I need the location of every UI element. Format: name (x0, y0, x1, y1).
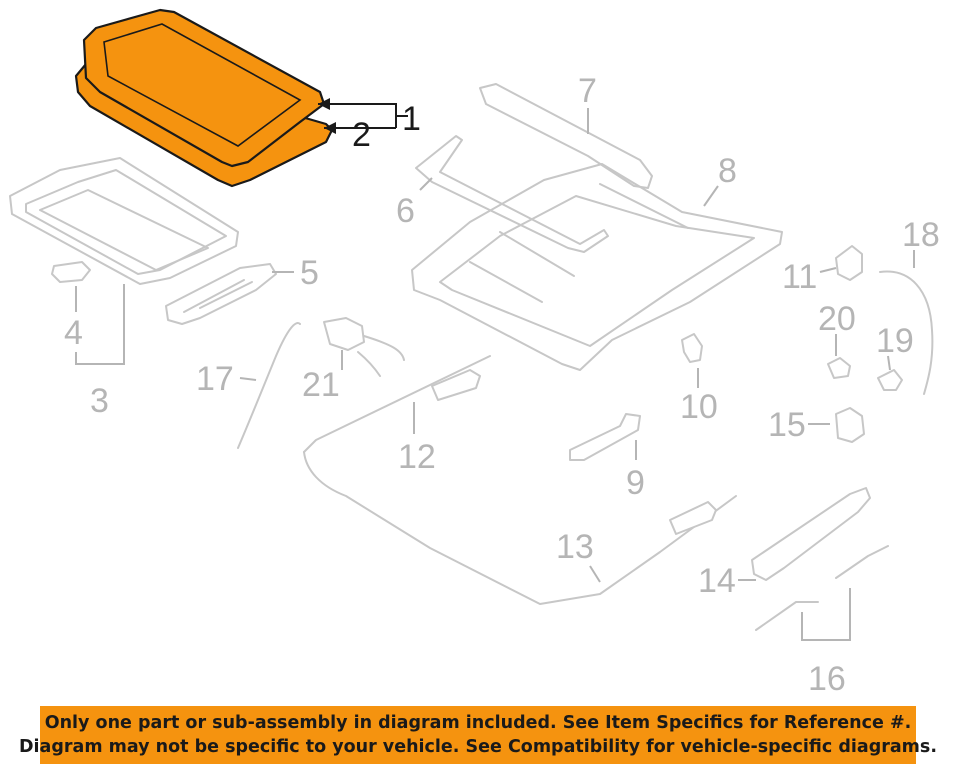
callout-12: 12 (398, 438, 436, 476)
grommet-part-20[interactable] (827, 357, 851, 379)
guide-rail-part-14[interactable] (751, 487, 871, 581)
callout-11: 11 (782, 258, 817, 296)
callout-1: 1 (402, 100, 421, 138)
drain-hose-part-18[interactable] (879, 270, 934, 395)
callout-2: 2 (352, 116, 371, 154)
leader-19 (887, 355, 891, 371)
bracket-part-5[interactable] (165, 263, 277, 325)
clip-part-10[interactable] (681, 333, 703, 363)
callout-18: 18 (902, 216, 940, 254)
visor-part-13[interactable] (669, 501, 717, 535)
harness-part-16[interactable] (755, 545, 889, 631)
roof-panel-part-13[interactable] (303, 451, 737, 605)
callout-4: 4 (64, 314, 83, 352)
switch-part-21[interactable] (323, 317, 365, 351)
callout-6: 6 (396, 192, 415, 230)
callout-3: 3 (90, 382, 109, 420)
motor-mount-part-15[interactable] (835, 407, 865, 443)
callout-9: 9 (626, 464, 645, 502)
leader-11 (819, 267, 837, 273)
sunshade-handle-part-12[interactable] (431, 369, 481, 401)
callout-2-leader (324, 122, 396, 134)
leader-17 (239, 377, 257, 381)
clip-part-19[interactable] (877, 369, 903, 391)
leader-8 (703, 185, 719, 207)
callout-20: 20 (818, 300, 856, 338)
leader-6 (419, 177, 433, 191)
leader-16 (801, 588, 851, 641)
notice-line-1: Only one part or sub-assembly in diagram… (44, 713, 912, 733)
deflector-part-6[interactable] (415, 135, 609, 253)
leader-13 (589, 565, 601, 583)
callout-16: 16 (808, 660, 846, 698)
arm-part-9[interactable] (569, 413, 641, 461)
callout-10: 10 (680, 388, 718, 426)
sunroof-frame-part-8[interactable] (411, 163, 783, 371)
callout-8: 8 (718, 152, 737, 190)
glass-panel-assembly[interactable] (74, 8, 334, 188)
headliner-part-12[interactable] (303, 355, 491, 453)
shade-frame-part-3[interactable] (9, 157, 239, 285)
callout-13: 13 (556, 528, 594, 566)
bracket-part-11[interactable] (835, 245, 863, 281)
callout-5: 5 (300, 254, 319, 292)
notice-line-2: Diagram may not be specific to your vehi… (19, 737, 937, 757)
notice-banner: Only one part or sub-assembly in diagram… (19, 706, 937, 764)
callout-19: 19 (876, 322, 914, 360)
rail-part-7[interactable] (479, 83, 653, 189)
pad-part-4[interactable] (51, 261, 91, 283)
callout-7: 7 (578, 72, 597, 110)
leader-3-4 (75, 284, 125, 365)
trim-strip-part-17[interactable] (237, 322, 301, 449)
callout-17: 17 (196, 360, 234, 398)
callout-1-leader (318, 98, 408, 128)
parts-diagram: 1 2 3 4 5 6 7 8 9 10 11 12 13 14 15 16 1… (9, 8, 940, 698)
callout-14: 14 (698, 562, 736, 600)
callout-21: 21 (302, 366, 340, 404)
callout-15: 15 (768, 406, 806, 444)
